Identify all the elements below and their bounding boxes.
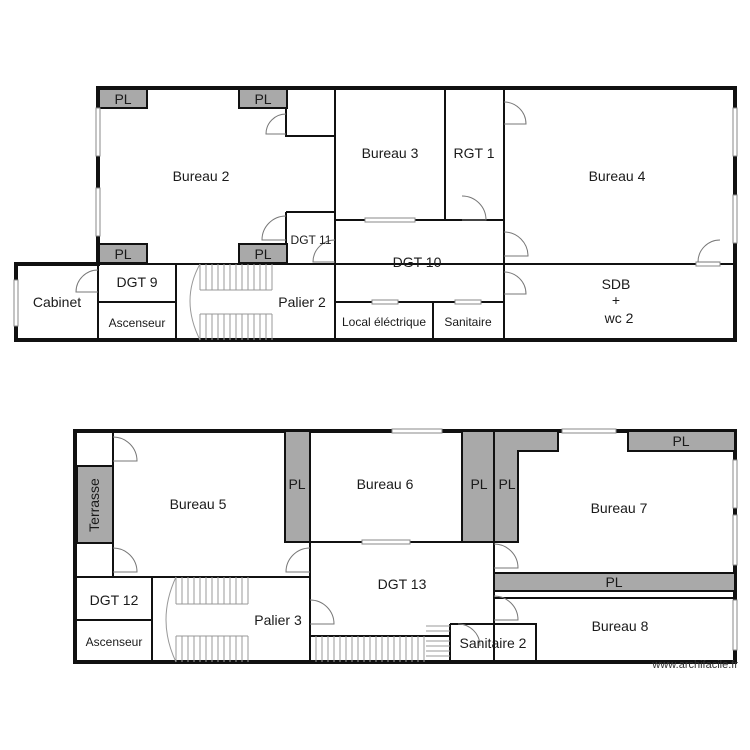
stairs-palier-2 [189,263,273,341]
room-label-terrasse: Terrasse [86,478,102,532]
room-label-palier-3: Palier 3 [254,612,302,628]
pl-block [284,430,311,543]
window [95,107,101,157]
pl-label: PL [605,574,622,590]
window [364,217,416,223]
room-label-dgt-10: DGT 10 [393,254,442,270]
room-label-sdb: SDB [602,276,631,292]
room-label-local-electrique: Local éléctrique [342,315,426,329]
pl-block [238,243,288,264]
pl-block [98,243,148,264]
pl-block [627,430,736,452]
pl-label: PL [672,433,689,449]
door [285,547,311,573]
room-label-ascenseur: Ascenseur [109,316,166,330]
door [309,599,335,625]
door [112,436,138,462]
door [75,269,99,293]
window [361,539,411,545]
bottom-floor-plan: PL PL PL PL PL [73,428,738,664]
top-floor-plan: PL PL PL PL [13,86,738,342]
room-label-bureau-4: Bureau 4 [589,168,646,184]
door [265,113,287,135]
stairs-palier-3 [165,576,249,663]
window [695,261,721,267]
door [493,543,519,569]
room-label-sdb-plus: + [612,292,620,308]
door [503,271,527,295]
door [457,623,481,647]
pl-label: PL [254,246,271,262]
room-label-cabinet: Cabinet [33,294,81,310]
room-label-wc-2: wc 2 [604,310,634,326]
room-label-sanitaire: Sanitaire [444,315,492,329]
room-label-dgt-13: DGT 13 [378,576,427,592]
pl-label: PL [254,91,271,107]
door [261,215,287,241]
room-label-bureau-5: Bureau 5 [170,496,227,512]
terrasse-block [76,465,114,544]
room-label-rgt-1: RGT 1 [454,145,495,161]
pl-block [461,430,495,543]
window [732,514,738,566]
room-label-bureau-2: Bureau 2 [173,168,230,184]
door [312,239,336,263]
window [561,428,617,434]
window [371,299,399,305]
stairs-dgt-13 [315,625,450,662]
room-label-bureau-3: Bureau 3 [362,145,419,161]
pl-label: PL [114,246,131,262]
pl-block [98,88,148,109]
door [503,101,527,125]
window [732,599,738,651]
window [13,279,19,327]
pl-label: PL [498,476,515,492]
room-label-bureau-8: Bureau 8 [592,618,649,634]
pl-label: PL [114,91,131,107]
pl-label: PL [288,476,305,492]
pl-block [493,430,559,543]
window [95,187,101,237]
door [493,595,519,621]
window [454,299,482,305]
room-label-dgt-12: DGT 12 [90,592,139,608]
window [391,428,443,434]
door [461,195,487,221]
pl-block [493,572,736,592]
door [112,547,138,573]
watermark-text: www.archifacile.fr [652,659,738,671]
window [732,194,738,244]
pl-block [238,88,288,109]
room-label-bureau-6: Bureau 6 [357,476,414,492]
window [732,107,738,157]
room-label-ascenseur: Ascenseur [86,635,143,649]
room-label-bureau-7: Bureau 7 [591,500,648,516]
room-label-palier-2: Palier 2 [278,294,326,310]
room-label-sanitaire-2: Sanitaire 2 [460,635,527,651]
room-label-dgt-9: DGT 9 [117,274,158,290]
room-label-dgt-11: DGT 11 [291,233,332,247]
window [732,459,738,509]
door [697,239,721,263]
door [503,231,529,257]
pl-label: PL [470,476,487,492]
